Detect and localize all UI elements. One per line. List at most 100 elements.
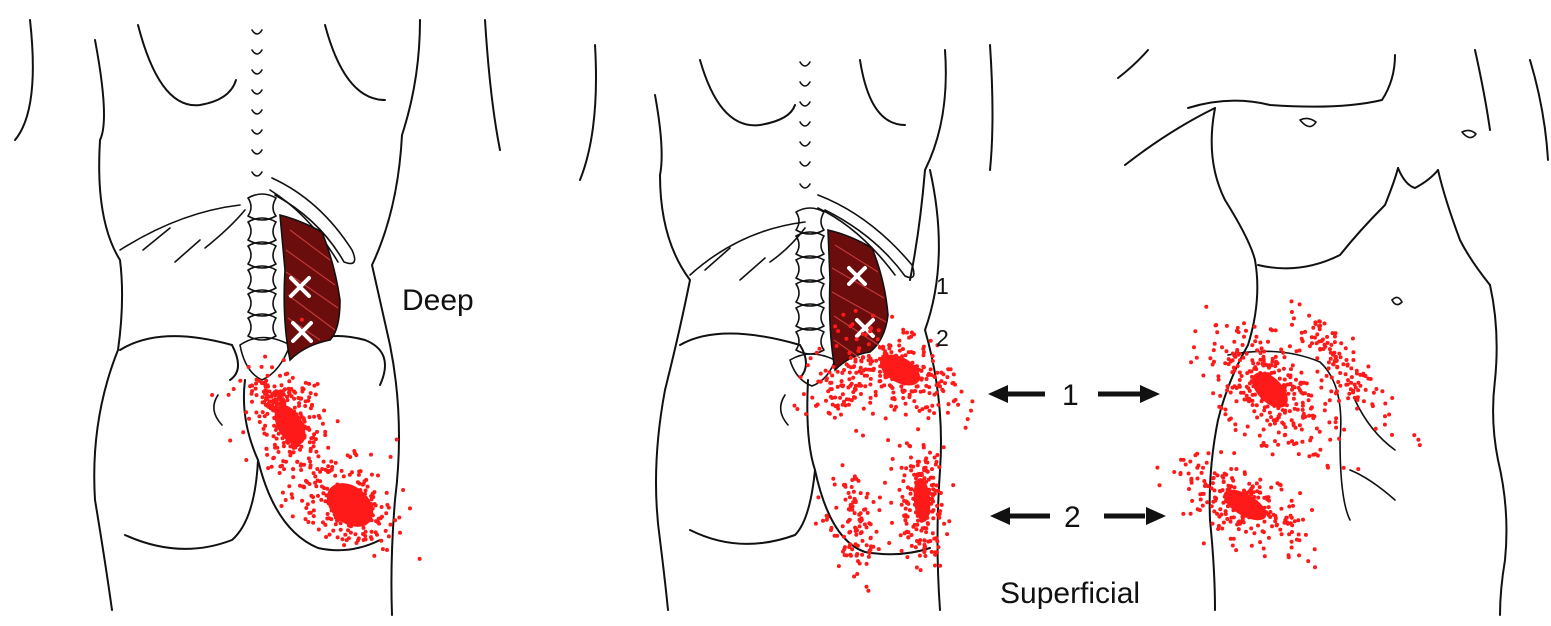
pain-dot — [1344, 383, 1348, 387]
pain-dot — [905, 522, 909, 526]
pain-dot — [311, 436, 315, 440]
pain-dot — [852, 575, 856, 579]
pain-dot — [1334, 416, 1338, 420]
pain-dot — [1250, 375, 1254, 379]
pain-dot — [1355, 407, 1359, 411]
pain-dot — [818, 347, 822, 351]
pain-dot — [1326, 341, 1330, 345]
pain-dot — [1240, 374, 1244, 378]
pain-dot — [839, 383, 843, 387]
pain-dot — [307, 395, 311, 399]
pain-dot — [1246, 386, 1250, 390]
pain-dot — [1275, 523, 1279, 527]
pain-dot — [1285, 516, 1289, 520]
pain-dot — [1287, 505, 1291, 509]
pain-dot — [280, 504, 284, 508]
pain-dot — [1232, 353, 1236, 357]
pain-dot — [356, 538, 360, 542]
pain-dot — [1245, 513, 1249, 517]
pain-dot — [901, 328, 905, 332]
pain-dot — [854, 429, 858, 433]
pain-dot — [921, 347, 925, 351]
pain-dot — [1318, 347, 1322, 351]
pain-dot — [1268, 363, 1272, 367]
pain-dot — [1290, 499, 1294, 503]
pain-dot — [385, 548, 389, 552]
pain-dot — [928, 451, 932, 455]
pain-dot — [1187, 487, 1191, 491]
pain-dot — [907, 395, 911, 399]
pain-dot — [906, 486, 910, 490]
pain-dot — [896, 359, 900, 363]
pain-dot — [293, 406, 297, 410]
pain-dot — [1313, 336, 1317, 340]
pain-dot — [900, 503, 904, 507]
pain-dot — [326, 446, 330, 450]
pain-dot — [1268, 423, 1272, 427]
pain-dot — [1230, 476, 1234, 480]
pain-dot — [1215, 330, 1219, 334]
pain-dot — [1362, 399, 1366, 403]
pain-dot — [1255, 481, 1259, 485]
pain-dot — [940, 371, 944, 375]
pain-dot — [1356, 388, 1360, 392]
pain-dot — [931, 487, 935, 491]
pain-dot — [1272, 371, 1276, 375]
pain-dot — [1245, 352, 1249, 356]
pain-dot — [1412, 433, 1416, 437]
pain-dot — [1345, 358, 1349, 362]
pain-dot — [1288, 409, 1292, 413]
pain-dot — [1251, 384, 1255, 388]
pain-dot — [1256, 362, 1260, 366]
pain-dot — [1238, 371, 1242, 375]
pain-dot — [900, 354, 904, 358]
pain-dot — [210, 393, 214, 397]
pain-dot — [379, 539, 383, 543]
deep-back-figure: Deep — [15, 20, 500, 615]
pain-dot — [348, 519, 352, 523]
pain-dot — [302, 436, 306, 440]
pain-dot — [1314, 322, 1318, 326]
pain-dot — [871, 368, 875, 372]
pain-dot — [915, 503, 919, 507]
pain-dot — [1263, 520, 1267, 524]
pain-dot — [884, 416, 888, 420]
pain-dot — [969, 409, 973, 413]
pain-dot — [1316, 454, 1320, 458]
pain-dot — [1286, 392, 1290, 396]
pain-dot — [938, 384, 942, 388]
pain-dot — [1240, 510, 1244, 514]
pain-dot — [1260, 515, 1264, 519]
pain-dot — [1290, 310, 1294, 314]
pain-dot — [282, 413, 286, 417]
pain-dot — [1274, 328, 1278, 332]
pain-dot — [856, 349, 860, 353]
pain-dot — [1235, 350, 1239, 354]
pain-dot — [1243, 472, 1247, 476]
pain-dot — [855, 572, 859, 576]
pain-dot — [891, 359, 895, 363]
pain-dot — [840, 379, 844, 383]
pain-dot — [914, 527, 918, 531]
pain-dot — [380, 505, 384, 509]
pain-dot — [1298, 423, 1302, 427]
pain-dot — [1290, 523, 1294, 527]
pain-dot — [1283, 389, 1287, 393]
pain-dot — [1266, 405, 1270, 409]
pain-dot — [291, 514, 295, 518]
pain-dot — [919, 390, 923, 394]
pain-dot — [920, 472, 924, 476]
pain-dot — [1303, 330, 1307, 334]
pain-dot — [868, 329, 872, 333]
pain-dot — [862, 369, 866, 373]
pain-dot — [855, 337, 859, 341]
arrow-left-1-icon — [988, 385, 1008, 403]
pain-dot — [337, 507, 341, 511]
pain-dot — [874, 359, 878, 363]
pain-dot — [271, 456, 275, 460]
pain-dot — [1301, 392, 1305, 396]
superficial-label: Superficial — [1000, 577, 1140, 610]
pain-dot — [890, 367, 894, 371]
pain-dot — [1204, 482, 1208, 486]
pain-dot — [1232, 451, 1236, 455]
